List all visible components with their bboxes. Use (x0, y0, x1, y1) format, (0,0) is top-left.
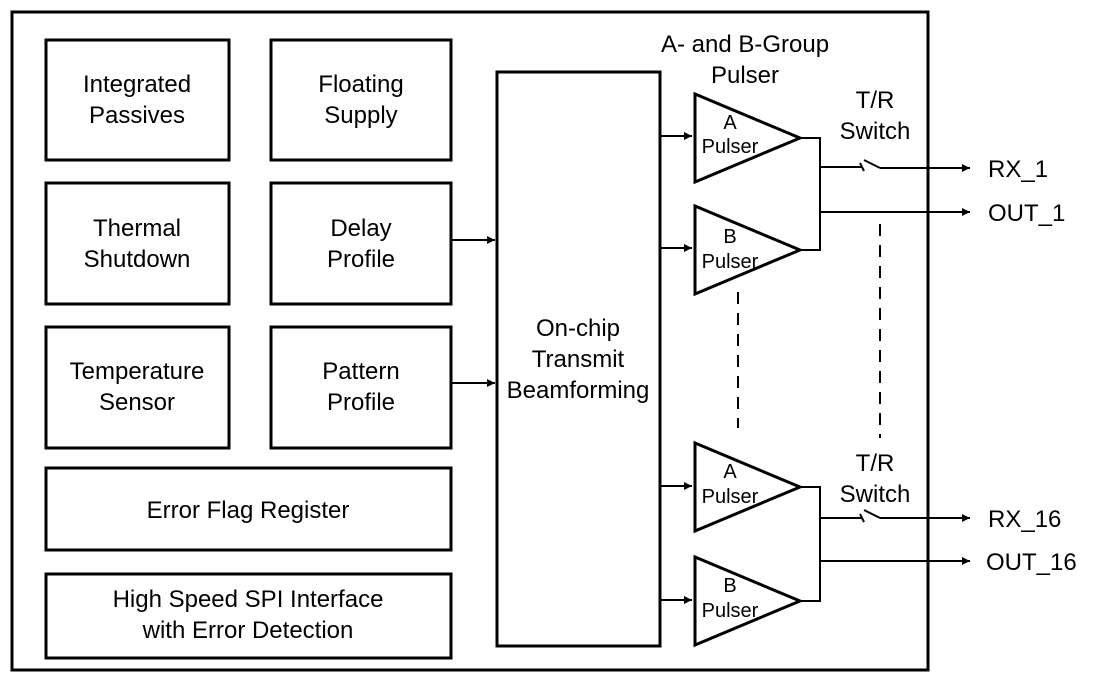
tr-switch-16-line2: Switch (840, 481, 911, 508)
block-error-flag-register: Error Flag Register (44, 466, 453, 552)
rx-16-label: RX_16 (988, 506, 1061, 533)
a-pulser-16-label: Pulser (702, 486, 759, 508)
a-pulser-16-letter: A (723, 461, 737, 483)
spi-interface-line1: High Speed SPI Interface (113, 586, 384, 613)
error-flag-register-label: Error Flag Register (147, 497, 350, 524)
thermal-shutdown-line1: Thermal (93, 215, 181, 242)
pulser-group-label-line2: Pulser (711, 62, 779, 89)
channel-1-pulser-merge (800, 137, 821, 251)
channel-16-pulser-merge (800, 486, 821, 602)
integrated-passives-line1: Integrated (83, 71, 191, 98)
temperature-sensor-line1: Temperature (70, 358, 205, 385)
channel-1-switch-blade (863, 159, 881, 169)
a-pulser-1: A Pulser (693, 91, 804, 185)
channel-16-switch-contact (859, 513, 865, 523)
b-pulser-1-label: Pulser (702, 251, 759, 273)
a-pulser-1-label: Pulser (702, 136, 759, 158)
block-beamforming: On-chip Transmit Beamforming (495, 70, 662, 648)
block-spi-interface: High Speed SPI Interface with Error Dete… (44, 572, 453, 660)
channel-1-switch-contact (859, 162, 865, 172)
block-integrated-passives: Integrated Passives (44, 38, 231, 162)
tr-switch-16-line1: T/R (856, 450, 895, 477)
b-pulser-16-letter: B (723, 575, 736, 597)
block-thermal-shutdown: Thermal Shutdown (44, 181, 231, 306)
pulser-group-label-line1: A- and B-Group (661, 31, 829, 58)
b-pulser-16-label: Pulser (702, 600, 759, 622)
floating-supply-line1: Floating (318, 71, 403, 98)
block-delay-profile: Delay Profile (269, 181, 453, 306)
a-pulser-16: A Pulser (693, 440, 804, 534)
b-pulser-1-letter: B (723, 226, 736, 248)
tr-switch-1-line1: T/R (856, 87, 895, 114)
beamforming-line1: On-chip (536, 315, 620, 342)
temperature-sensor-line2: Sensor (99, 389, 175, 416)
delay-profile-line2: Profile (327, 246, 395, 273)
pattern-profile-line1: Pattern (322, 358, 399, 385)
out-16-label: OUT_16 (986, 549, 1077, 576)
b-pulser-1: B Pulser (693, 203, 804, 297)
block-temperature-sensor: Temperature Sensor (44, 325, 231, 450)
rx-1-label: RX_1 (988, 156, 1048, 183)
block-floating-supply: Floating Supply (269, 38, 453, 162)
spi-interface-line2: with Error Detection (142, 617, 354, 644)
a-pulser-1-letter: A (723, 112, 737, 134)
tr-switch-1-line2: Switch (840, 118, 911, 145)
delay-profile-line1: Delay (330, 215, 391, 242)
b-pulser-16: B Pulser (693, 554, 804, 648)
beamforming-line2: Transmit (532, 346, 625, 373)
out-1-label: OUT_1 (988, 200, 1065, 227)
floating-supply-line2: Supply (324, 102, 397, 129)
pattern-profile-line2: Profile (327, 389, 395, 416)
thermal-shutdown-line2: Shutdown (84, 246, 191, 273)
block-pattern-profile: Pattern Profile (269, 325, 453, 450)
beamforming-line3: Beamforming (507, 377, 650, 404)
integrated-passives-line2: Passives (89, 102, 185, 129)
channel-16-switch-blade (863, 509, 881, 519)
